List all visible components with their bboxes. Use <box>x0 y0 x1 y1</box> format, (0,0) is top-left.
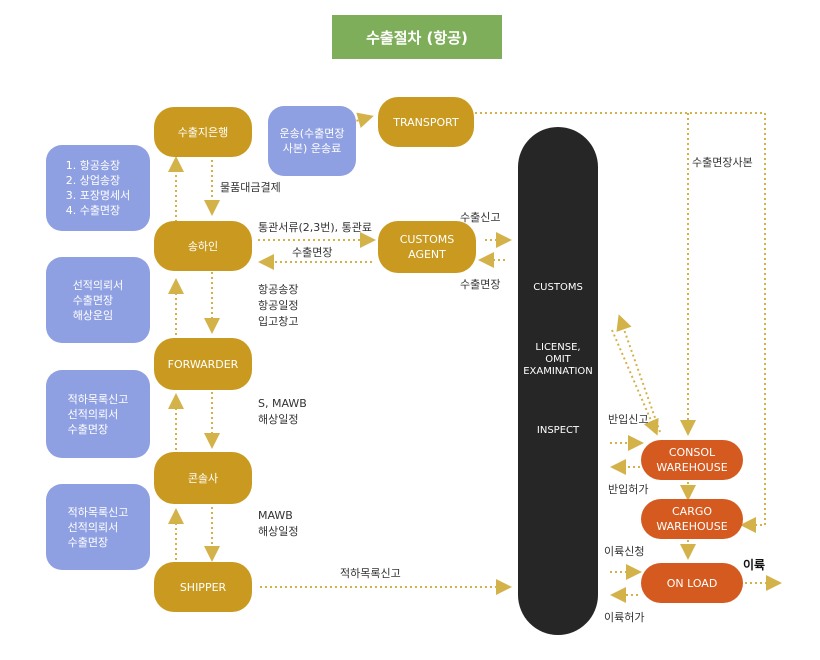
label-export-declaration: 수출신고 <box>460 211 501 224</box>
label-carry-in-report: 반입신고 <box>608 413 649 426</box>
document-box-4: 적하목록신고 선적의뢰서 수출면장 <box>46 484 150 570</box>
customs-agent-node: CUSTOMS AGENT <box>378 221 476 273</box>
arrow-consol-to-customs <box>616 314 661 433</box>
label-docs-fee: 통관서류(2,3번), 통관료 <box>258 221 373 234</box>
document-box-1: 1. 항공송장 2. 상업송장 3. 포장명세서 4. 수출면장 <box>46 145 150 231</box>
export-bank-node: 수출지은행 <box>154 107 252 157</box>
document-box-2: 선적의뢰서 수출면장 해상운임 <box>46 257 150 343</box>
arrow-customs-to-consol <box>611 329 659 436</box>
label-payment: 물품대금결제 <box>220 181 281 194</box>
shipper-kr-node: 송하인 <box>154 221 252 271</box>
label-departure: 이륙 <box>743 558 766 572</box>
consolidator-node: 콘솔사 <box>154 452 252 504</box>
transport-node: TRANSPORT <box>378 97 474 147</box>
label-license-return: 수출면장 <box>460 278 501 291</box>
transport-document-box: 운송(수출면장 사본) 운송료 <box>268 106 356 176</box>
inspect-label: INSPECT <box>536 425 580 436</box>
customs-label: CUSTOMS <box>533 282 583 293</box>
shipper-node: SHIPPER <box>154 562 252 612</box>
label-manifest: 적하목록신고 <box>340 567 401 580</box>
cargo-warehouse-node: CARGO WAREHOUSE <box>641 499 743 539</box>
label-s-mawb: S, MAWB 해상일정 <box>258 397 307 426</box>
forwarder-node: FORWARDER <box>154 338 252 390</box>
label-air-info: 항공송장 항공일정 입고창고 <box>258 283 299 328</box>
license-examination-label: LICENSE, OMIT EXAMINATION <box>523 342 593 377</box>
diagram-title: 수출절차 (항공) <box>332 15 502 59</box>
label-departure-request: 이륙신청 <box>604 545 645 558</box>
label-departure-permit: 이륙허가 <box>604 611 645 624</box>
document-box-3: 적하목록신고 선적의뢰서 수출면장 <box>46 370 150 458</box>
label-license-back: 수출면장 <box>292 246 333 259</box>
label-carry-in-permit: 반입허가 <box>608 483 649 496</box>
label-mawb: MAWB 해상일정 <box>258 509 299 538</box>
customs-pillar: CUSTOMS LICENSE, OMIT EXAMINATION INSPEC… <box>518 127 598 635</box>
arrow-transport-route <box>475 112 766 533</box>
consol-warehouse-node: CONSOL WAREHOUSE <box>641 440 743 480</box>
onload-node: ON LOAD <box>641 563 743 603</box>
label-license-copy: 수출면장사본 <box>692 155 753 171</box>
